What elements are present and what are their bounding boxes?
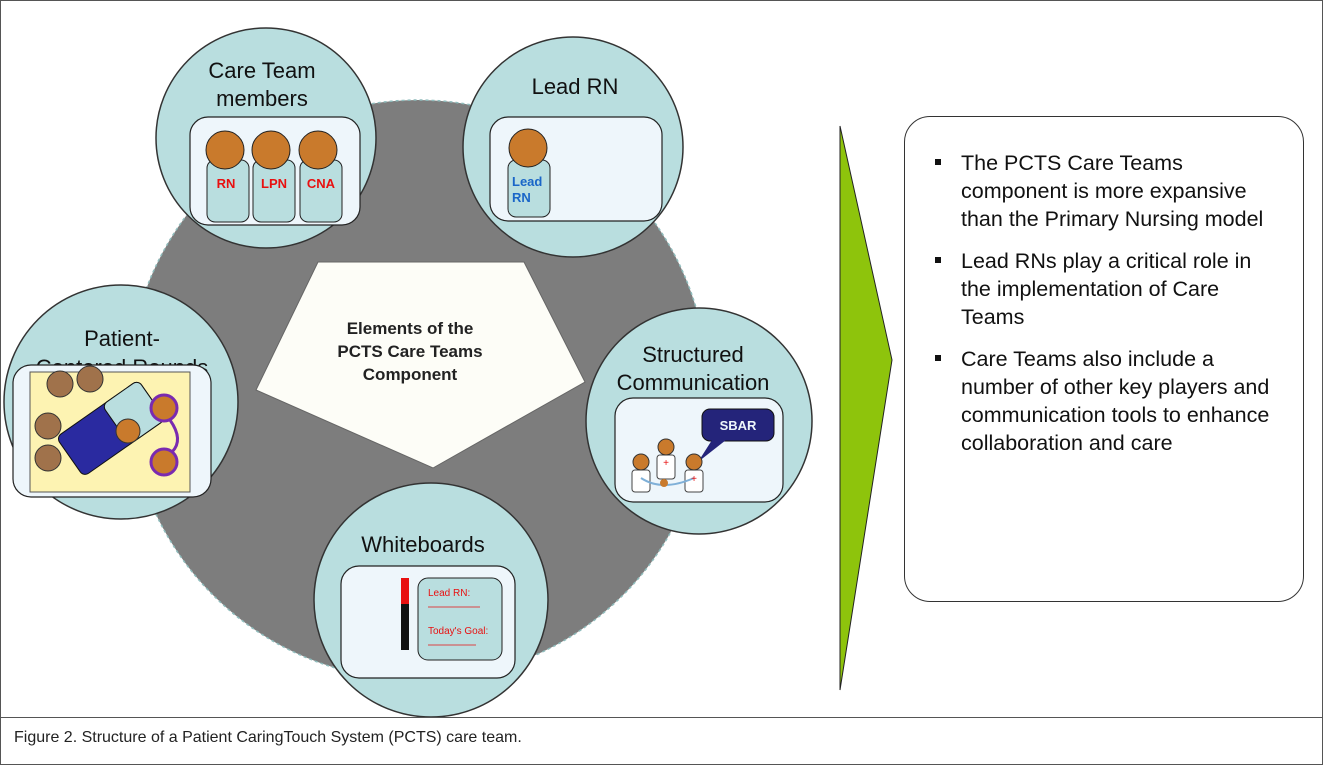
person-rn-icon	[205, 130, 250, 223]
care-team-title-1: Care Team	[208, 58, 315, 83]
whiteboard-line-2: Today's Goal:	[428, 626, 488, 637]
center-label-line-3: Component	[363, 365, 458, 384]
role-rn: RN	[217, 176, 236, 191]
caption-divider	[0, 717, 1323, 718]
whiteboards-element: Whiteboards Lead RN: Today's Goal:	[313, 482, 549, 717]
role-cna: CNA	[307, 176, 336, 191]
bullet-text: Care Teams also include a number of othe…	[961, 347, 1270, 455]
bullet-item: The PCTS Care Teams component is more ex…	[935, 149, 1283, 233]
lead-rn-person-icon	[507, 128, 551, 218]
care-team-title-2: members	[216, 86, 308, 111]
care-team-element: Care Team members RN LPN CNA	[155, 27, 377, 249]
care-team-diagram: Elements of the PCTS Care Teams Componen…	[3, 27, 893, 717]
bullet-item: Lead RNs play a critical role in the imp…	[935, 247, 1283, 331]
svg-text:+: +	[663, 458, 669, 469]
lead-rn-badge-1: Lead	[512, 174, 542, 189]
sbar-label: SBAR	[720, 418, 757, 433]
structured-communication-element: Structured Communication SBAR + +	[585, 307, 813, 535]
lead-rn-badge-2: RN	[512, 190, 531, 205]
whiteboard-icon	[401, 577, 503, 661]
role-lpn: LPN	[261, 176, 287, 191]
bullet-text: Lead RNs play a critical role in the imp…	[961, 249, 1252, 329]
bullet-square-icon	[935, 159, 941, 165]
bullet-item: Care Teams also include a number of othe…	[935, 345, 1283, 457]
lead-rn-element: Lead RN Lead RN	[462, 36, 684, 258]
person-lpn-icon	[251, 130, 296, 223]
clinicians-icon: + +	[631, 438, 704, 493]
structured-communication-title-2: Communication	[617, 370, 770, 395]
person-cna-icon	[298, 130, 343, 223]
center-pentagon	[255, 261, 586, 469]
sbar-bubble-icon	[698, 408, 775, 462]
summary-panel: The PCTS Care Teams component is more ex…	[904, 116, 1304, 602]
bullet-square-icon	[935, 257, 941, 263]
green-arrow	[839, 125, 893, 691]
summary-bullet-list: The PCTS Care Teams component is more ex…	[905, 117, 1303, 457]
structured-communication-title-1: Structured	[642, 342, 744, 367]
bullet-square-icon	[935, 355, 941, 361]
rounds-element: Patient- Centered Rounds	[3, 284, 239, 520]
center-label-line-2: PCTS Care Teams	[337, 342, 482, 361]
whiteboards-title: Whiteboards	[361, 532, 485, 557]
bullet-text: The PCTS Care Teams component is more ex…	[961, 151, 1264, 231]
figure-caption: Figure 2. Structure of a Patient CaringT…	[14, 729, 522, 746]
rounds-scene-icon	[29, 365, 191, 493]
svg-text:+: +	[691, 474, 697, 485]
rounds-title-1: Patient-	[84, 326, 160, 351]
whiteboard-line-1: Lead RN:	[428, 588, 470, 599]
center-label-line-1: Elements of the	[347, 319, 474, 338]
lead-rn-title: Lead RN	[532, 74, 619, 99]
